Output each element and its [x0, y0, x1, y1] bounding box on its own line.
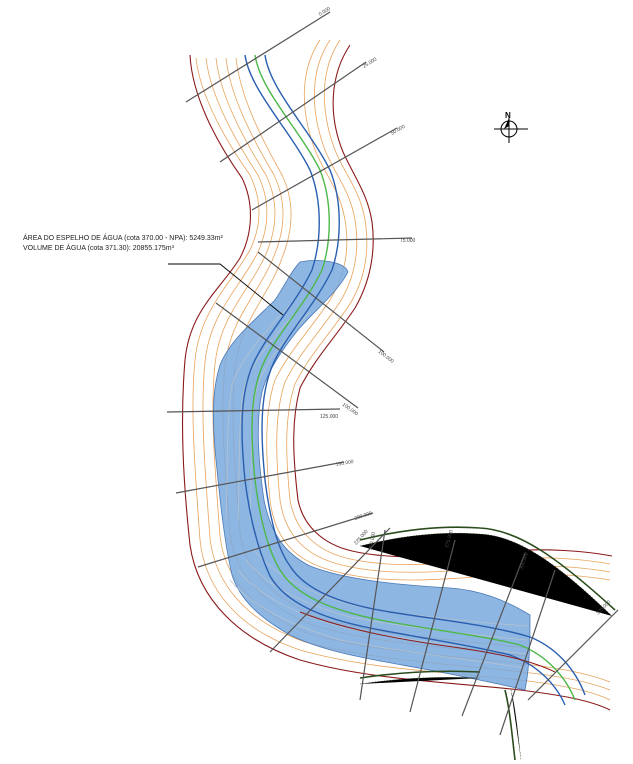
reservoir-water	[212, 260, 531, 691]
section-label-10: 250.000	[368, 531, 377, 550]
north-letter: N	[505, 111, 511, 120]
hatch-ticks	[359, 532, 613, 761]
section-label-3: 75.000	[400, 238, 416, 244]
channel-lines	[241, 54, 586, 706]
annotation-leader	[168, 263, 284, 316]
section-label-4: 100.000	[377, 349, 395, 365]
section-label-8: 200.000	[354, 511, 373, 522]
section-labels: 0.000 25.000 50.000 75.000 100.000 100.0…	[318, 6, 612, 617]
section-label-2: 50.000	[390, 124, 406, 137]
cross-section-lines	[166, 11, 619, 736]
north-arrow-icon: N	[494, 111, 528, 143]
section-label-7: 150.000	[335, 459, 354, 468]
section-label-1: 25.000	[362, 56, 378, 69]
section-label-12: 300.000	[518, 551, 530, 570]
section-label-11: 275.000	[444, 529, 455, 548]
section-label-0: 0.000	[318, 6, 332, 18]
reservoir-area-label: ÁREA DO ESPELHO DE ÁGUA (cota 370.00 - N…	[23, 235, 223, 242]
reservoir-volume-label: VOLUME DE ÁGUA (cota 371.30): 20855.175m…	[23, 245, 174, 252]
section-label-5: 100.000	[341, 402, 359, 418]
section-label-6: 125.000	[320, 414, 338, 420]
